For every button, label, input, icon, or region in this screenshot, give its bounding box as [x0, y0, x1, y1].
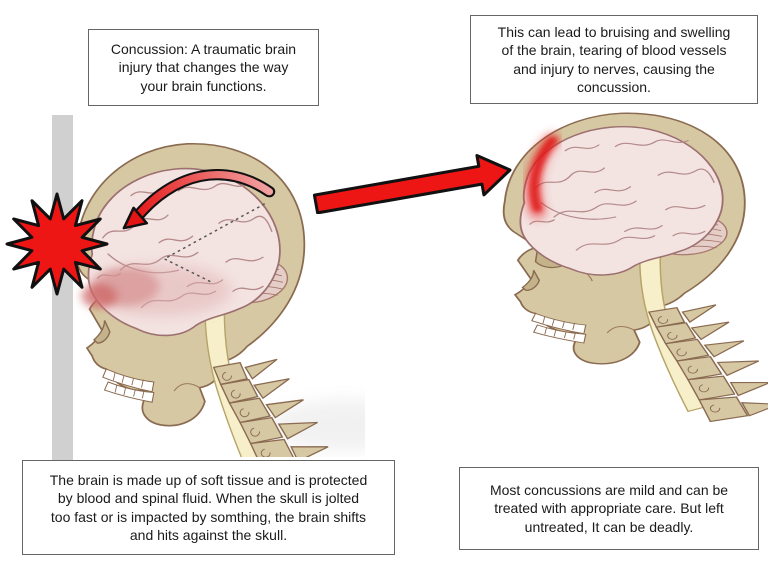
left-skull-illustration	[75, 142, 365, 457]
frontal-lobe-bruise	[523, 132, 562, 220]
mechanism-textbox: The brain is made up of soft tissue and …	[22, 460, 395, 555]
soft-shadow	[270, 399, 365, 451]
consequences-textbox: This can lead to bruising and swelling o…	[470, 15, 758, 104]
brain-contusion-deep	[81, 283, 117, 309]
definition-textbox: Concussion: A traumatic brain injury tha…	[88, 29, 319, 106]
brain-motion-arrow-icon	[122, 168, 276, 230]
previous-brain-position-outline	[162, 203, 266, 284]
impact-starburst-icon	[5, 192, 109, 296]
right-skull-illustration	[502, 112, 768, 423]
treatment-textbox: Most concussions are mild and can be tre…	[459, 467, 759, 550]
shifted-brain	[81, 167, 281, 337]
transition-arrow-icon	[312, 154, 512, 214]
